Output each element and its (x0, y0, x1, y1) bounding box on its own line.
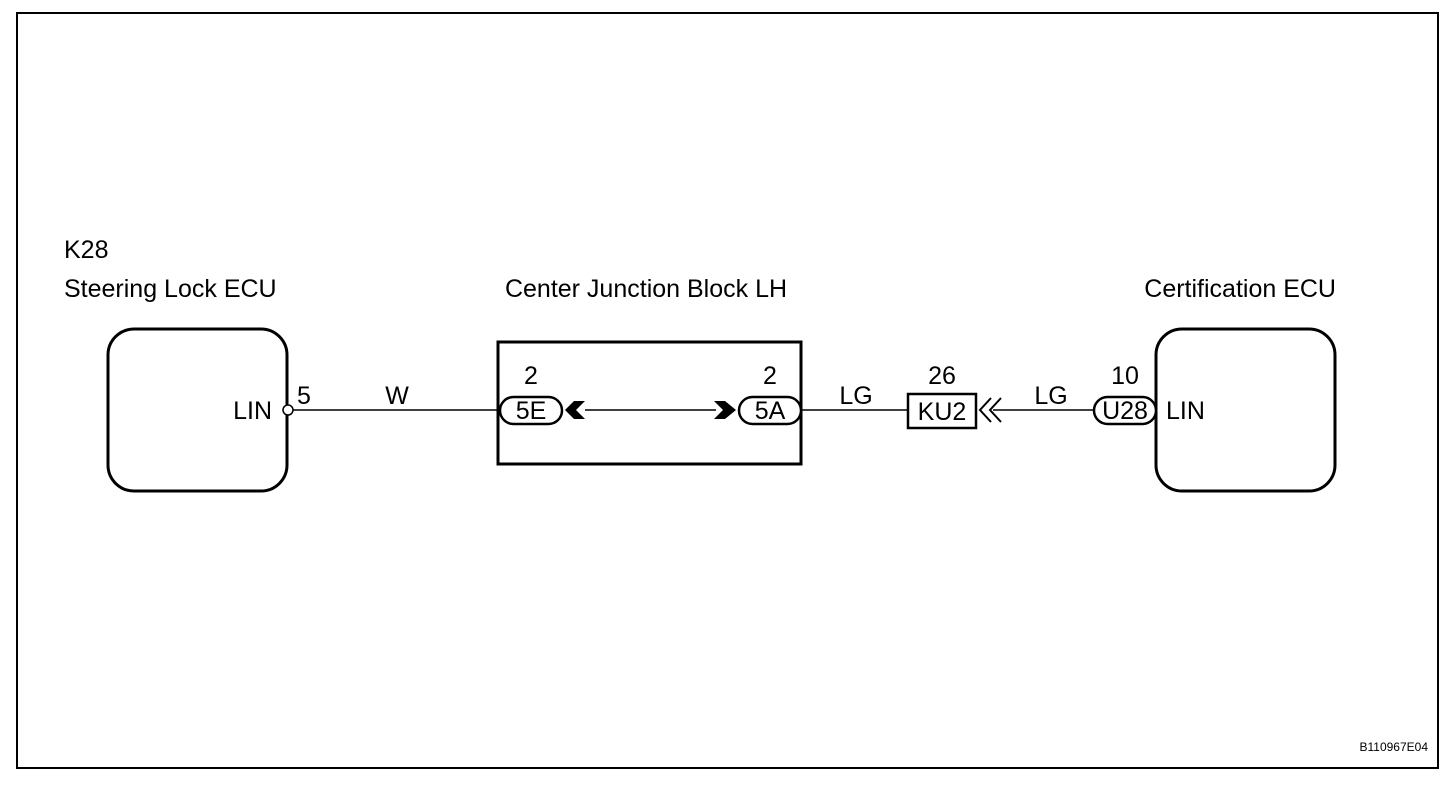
steering-ecu-pin-number: 5 (297, 382, 311, 410)
diagram-frame (16, 12, 1439, 769)
connector-ku2 (906, 392, 978, 430)
wire-w-color: W (385, 382, 409, 410)
connector-5a-label: 5A (755, 397, 786, 425)
certification-ecu-name: Certification ECU (1144, 275, 1336, 303)
figure-id: B110967E04 (1359, 740, 1428, 754)
junction-right-pin: 2 (763, 362, 777, 390)
connector-u28-label: U28 (1102, 397, 1148, 425)
steering-ecu-name: Steering Lock ECU (64, 275, 277, 303)
chevron-left-icon-2 (988, 397, 1002, 423)
junction-block-name: Center Junction Block LH (505, 275, 787, 303)
certification-ecu-pin-name: LIN (1166, 397, 1205, 425)
junction-block-box (496, 340, 803, 466)
inline-connector-pin: 26 (928, 362, 956, 390)
connector-5e-label: 5E (516, 397, 547, 425)
chevron-left-icon (978, 397, 992, 423)
steering-ecu-code: K28 (64, 236, 108, 264)
wire-lg-2-color: LG (1034, 382, 1067, 410)
connector-5e (498, 395, 564, 426)
connector-u28 (1092, 395, 1158, 426)
junction-left-pin: 2 (524, 362, 538, 390)
right-plug-arrow-icon (714, 401, 736, 419)
left-plug-arrow-icon (565, 401, 585, 419)
connector-ku2-label: KU2 (918, 398, 967, 426)
steering-ecu-terminal (282, 404, 294, 416)
steering-ecu-pin-name: LIN (233, 397, 272, 425)
wire-lg-1-color: LG (839, 382, 872, 410)
certification-ecu-pin-number: 10 (1111, 362, 1139, 390)
